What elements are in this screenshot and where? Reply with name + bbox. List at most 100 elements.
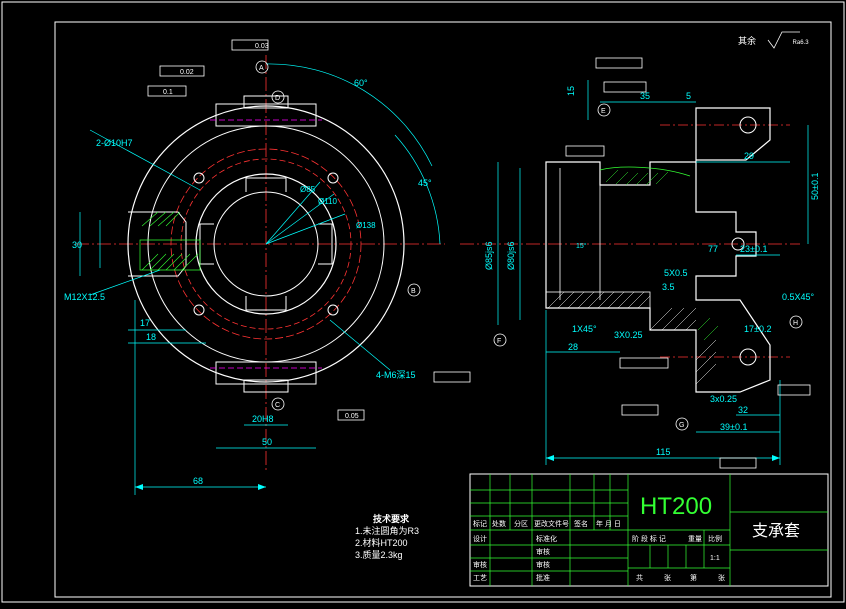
tb-date: 年 月 日 [596, 519, 621, 528]
datum-e-label: E [601, 108, 606, 115]
roughness-note: 其余 Ra6.3 [738, 34, 809, 47]
tb-total: 共 [636, 573, 643, 582]
dim-holes: 2-Ø10H7 [96, 138, 133, 148]
title-block: HT200 支承套 标记 处数 分区 更改文件号 签名 年 月 日 设计 标准化… [469, 473, 829, 587]
datum-h-label: H [793, 320, 798, 327]
section-outline [545, 107, 771, 393]
dim-20h8: 20H8 [252, 414, 274, 424]
tb-check: 审核 [536, 547, 550, 556]
top-slot [243, 95, 289, 109]
tol-frame-3 [147, 85, 187, 97]
lower-lug-hole [739, 348, 757, 366]
note-item: 2.材料HT200 [355, 538, 408, 548]
tol-value-2: 0.02 [180, 69, 194, 76]
datum-c-circle [271, 397, 285, 411]
radial-dim-3 [265, 181, 321, 245]
sec-dim-17: 17±0.2 [744, 324, 771, 334]
tb-sheets: 张 [664, 573, 671, 582]
center-hole [731, 237, 745, 251]
tb-count: 处数 [492, 519, 506, 528]
sec-tol-frame-3 [565, 145, 605, 157]
sec-tol-frame-7 [777, 384, 811, 396]
bolt-hole-4 [327, 304, 339, 316]
outer-circle [127, 105, 405, 383]
tb-sign: 签名 [574, 519, 588, 528]
dim-dia-138: Ø138 [356, 221, 376, 230]
datum-d-label: D [275, 95, 280, 102]
tb-standard: 标准化 [536, 534, 557, 543]
sec-dim-32: 32 [738, 405, 748, 415]
notes-title: 技术要求 [373, 514, 410, 524]
tb-design: 设计 [473, 534, 487, 543]
tb-review: 审核 [473, 560, 487, 569]
datum-b-circle [407, 283, 421, 297]
top-lug [215, 103, 317, 127]
tb-review2: 审核 [536, 560, 550, 569]
bore-circle [213, 191, 319, 297]
sec-tol-frame-5 [621, 404, 659, 416]
arrow-115-right [772, 455, 780, 461]
dim-30: 30 [72, 240, 82, 250]
sec-dim-3-5: 3.5 [662, 282, 675, 292]
sec-dim-1x45: 1X45° [572, 324, 597, 334]
section-hatching [547, 291, 717, 385]
sec-dim-3x025: 3X0.25 [614, 330, 643, 340]
dim-50: 50 [262, 437, 272, 447]
bolt-hole-3 [193, 304, 205, 316]
dim-17: 17 [140, 318, 150, 328]
leader-thread [89, 269, 161, 296]
front-view: 60° 45° 2-Ø10H7 M12X12.5 30 17 18 20H8 5… [64, 39, 471, 495]
tb-sheet-end: 张 [718, 573, 725, 582]
angle-arc-60 [265, 63, 433, 167]
tol-value-3: 0.1 [163, 89, 173, 96]
tb-stage: 阶 段 标 记 [632, 534, 666, 543]
sec-dim-5: 5 [686, 91, 691, 101]
sec-dim-77: 77 [708, 244, 718, 254]
sec-tol-frame-4 [619, 357, 669, 369]
tb-zone: 分区 [514, 519, 528, 528]
sec-tol-frame-1 [595, 57, 643, 69]
sec-dim-5x05: 5X0.5 [664, 268, 688, 278]
datum-h-circle [789, 315, 803, 329]
datum-g-label: G [679, 422, 684, 429]
datum-f-label: F [497, 338, 501, 345]
datum-f-circle [493, 333, 507, 347]
note-item: 1.未注圆角为R3 [355, 526, 420, 536]
dim-angle-45: 45° [418, 178, 432, 188]
tb-sheet: 第 [690, 573, 697, 582]
technical-notes: 技术要求 1.未注圆角为R3 2.材料HT200 3.质量2.3kg [355, 513, 475, 561]
sec-dim-80: Ø80js6 [506, 241, 516, 270]
tol-frame-2 [159, 65, 205, 77]
datum-e-circle [597, 103, 611, 117]
tol-value-1: 0.03 [255, 43, 269, 50]
tb-mark: 标记 [473, 519, 487, 528]
datum-a-circle [255, 60, 269, 74]
bottom-lug [215, 361, 317, 385]
title-grid [470, 474, 828, 586]
sec-dim-85: Ø85js6 [484, 241, 494, 270]
threaded-boss [128, 211, 187, 277]
datum-a-label: A [259, 65, 264, 72]
radial-dim-1 [265, 193, 335, 245]
datum-b-label: B [411, 288, 416, 295]
tb-scale-value: 1:1 [710, 555, 720, 562]
dim-dia-85: Ø85 [300, 185, 316, 194]
roughness-value: Ra6.3 [792, 40, 809, 46]
surface-contour [599, 166, 691, 177]
bolt-hole-1 [193, 172, 205, 184]
green-hatch [605, 169, 719, 341]
tb-change: 更改文件号 [534, 519, 569, 528]
dim-18: 18 [146, 332, 156, 342]
tol-frame-4 [337, 409, 365, 421]
leader-bolt [329, 319, 391, 371]
upper-lug-hole [739, 116, 757, 134]
inner-frame [54, 21, 832, 598]
thread-hatch-area [139, 239, 201, 271]
sec-dim-3x025b: 3x0.25 [710, 394, 737, 404]
tol-frame-5 [433, 371, 471, 383]
tol-value-4: 0.05 [345, 413, 359, 420]
part-name: 支承套 [752, 522, 800, 540]
dim-thread: M12X12.5 [64, 292, 105, 302]
